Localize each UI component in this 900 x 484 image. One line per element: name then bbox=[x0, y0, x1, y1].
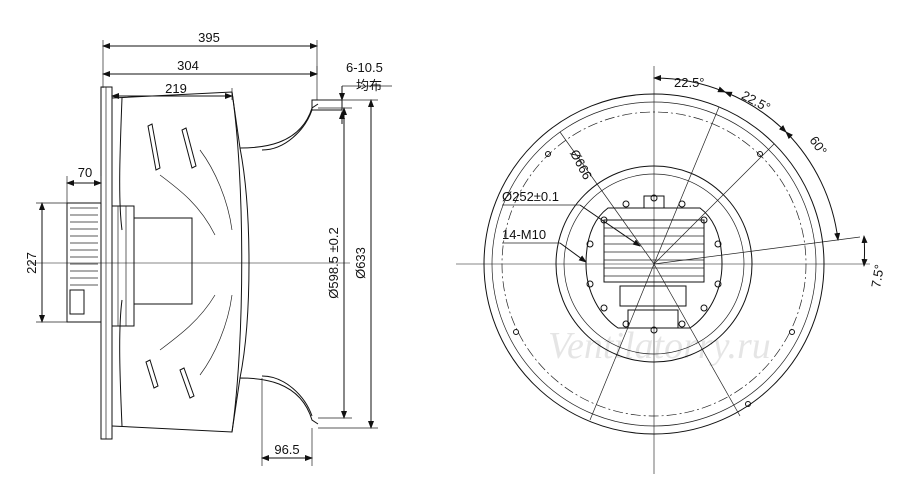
radial-line bbox=[653, 143, 775, 265]
front-view: 22.5° 22.5° 60° 7.5° Ø666 Ø252±0.1 14-M1… bbox=[456, 66, 887, 474]
dim-227: 227 bbox=[24, 252, 39, 274]
arc-60 bbox=[785, 131, 841, 241]
flange-hole bbox=[513, 329, 519, 335]
bolt-circle bbox=[501, 111, 807, 417]
dim-70: 70 bbox=[78, 165, 92, 180]
dim-mount-hole: 6-10.5 bbox=[346, 60, 383, 75]
angle-60: 60° bbox=[807, 133, 831, 158]
dim-diameter-outer: Ø633 bbox=[353, 247, 368, 279]
side-view: 395 304 219 6-10.5 均布 70 227 Ø598.5 ±0.2 bbox=[24, 30, 392, 466]
angle-7-5: 7.5° bbox=[868, 263, 887, 289]
inlet-ring bbox=[555, 165, 753, 363]
hub-bolt-pattern bbox=[586, 194, 722, 334]
dim-304: 304 bbox=[177, 58, 199, 73]
dim-96-5: 96.5 bbox=[274, 442, 299, 457]
impeller-profile bbox=[111, 91, 343, 433]
dim-mount-note: 均布 bbox=[356, 78, 382, 93]
dim-hub-diameter: Ø252±0.1 bbox=[502, 189, 559, 204]
arc-22-5-b bbox=[724, 91, 787, 133]
flange-hole bbox=[545, 151, 551, 157]
dim-diameter-inner: Ø598.5 ±0.2 bbox=[326, 227, 341, 298]
radial-line bbox=[653, 263, 741, 417]
radial-line bbox=[653, 236, 861, 265]
angle-22-5-b: 22.5° bbox=[739, 88, 773, 116]
dim-219: 219 bbox=[165, 81, 187, 96]
dim-395: 395 bbox=[198, 30, 220, 45]
dim-hub-holes: 14-M10 bbox=[502, 227, 546, 242]
flange-hole bbox=[757, 151, 763, 157]
arc-7-5 bbox=[861, 235, 868, 267]
dim-bolt-circle: Ø666 bbox=[567, 147, 595, 182]
watermark: Ventilatorry.ru bbox=[548, 325, 771, 367]
flange-inner-edge bbox=[491, 101, 817, 427]
motor-housing bbox=[66, 202, 193, 327]
angle-22-5-a: 22.5° bbox=[674, 75, 705, 90]
inlet-ring-inner bbox=[563, 173, 745, 355]
radial-line bbox=[653, 106, 720, 265]
flange-hole bbox=[745, 401, 751, 407]
radial-line bbox=[589, 263, 655, 421]
outer-flange bbox=[483, 93, 825, 435]
flange-hole bbox=[789, 329, 795, 335]
arc-22-5-a bbox=[653, 74, 726, 93]
